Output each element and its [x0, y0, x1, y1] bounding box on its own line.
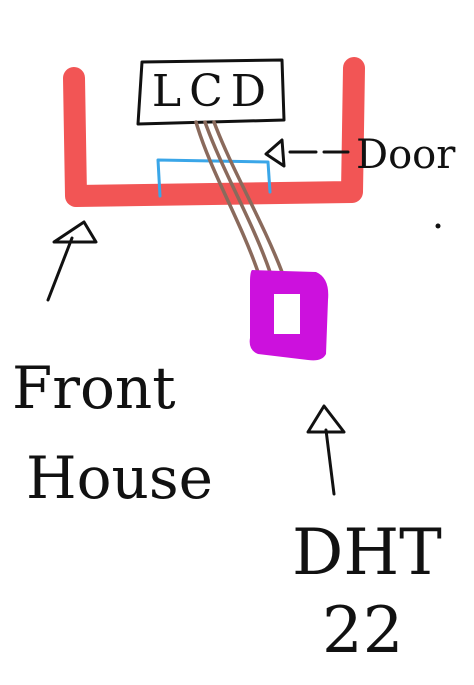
front-house-line-2: House — [26, 444, 213, 512]
door-marker — [156, 158, 272, 198]
front-house-line-1: Front — [12, 354, 176, 422]
lcd-box — [136, 58, 286, 126]
sensor-arrow — [306, 404, 346, 496]
front-house-label: Front House — [12, 354, 213, 512]
door-arrow — [264, 138, 350, 168]
house-wall — [63, 57, 365, 207]
wire-2 — [203, 120, 272, 274]
wire-3 — [212, 120, 284, 274]
door-label: Door — [356, 132, 456, 178]
wires — [194, 120, 284, 274]
sensor-line-1: DHT — [292, 516, 442, 590]
wire-1 — [194, 120, 260, 274]
sensor-label: DHT 22 — [292, 516, 462, 668]
front-house-arrow — [46, 220, 98, 302]
lcd-label: LCD — [152, 66, 274, 117]
stray-dot — [435, 223, 441, 229]
sensor-line-2: 22 — [322, 594, 403, 668]
dht22-sensor — [249, 270, 329, 361]
